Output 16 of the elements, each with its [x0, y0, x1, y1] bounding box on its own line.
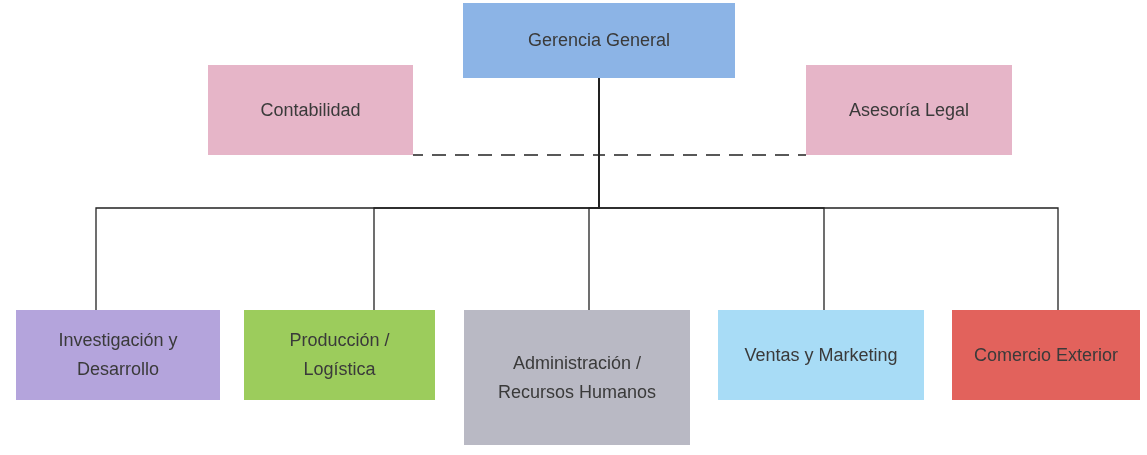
- box-label: Gerencia General: [527, 29, 671, 53]
- box-label: Contabilidad: [260, 98, 361, 122]
- box-label: Ventas y Marketing: [744, 343, 898, 367]
- org-box: [16, 310, 220, 400]
- org-box: [718, 310, 924, 400]
- box-label: Administración / Recursos Humanos: [496, 351, 658, 404]
- org-box: [463, 3, 735, 78]
- org-box: [244, 310, 435, 400]
- box-label: Investigación y Desarrollo: [57, 329, 179, 381]
- org-box: [208, 65, 413, 155]
- org-box: [806, 65, 1012, 155]
- box-label: Producción / Logística: [288, 329, 391, 381]
- org-box: [952, 310, 1140, 400]
- box-label: Asesoría Legal: [848, 98, 970, 122]
- box-label: Comercio Exterior: [973, 343, 1118, 367]
- org-box: [464, 310, 690, 445]
